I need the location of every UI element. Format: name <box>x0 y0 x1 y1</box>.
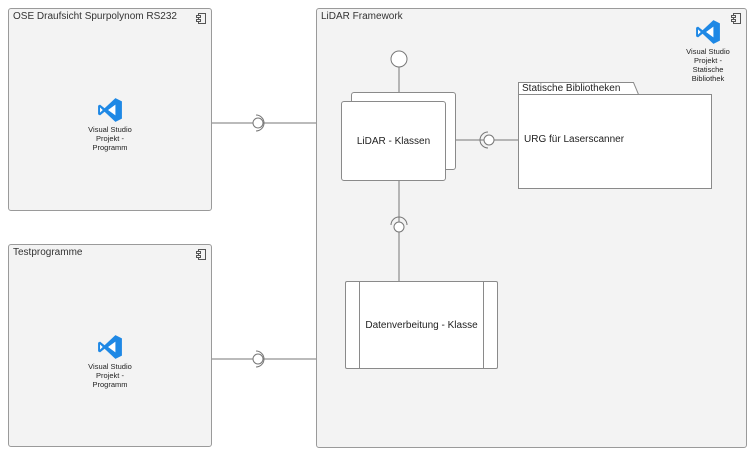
component-ose: OSE Draufsicht Spurpolynom RS232 Visual … <box>8 8 212 211</box>
provided-interface-icon <box>252 117 264 129</box>
required-interface-icon <box>479 131 489 149</box>
provided-interface-icon <box>252 353 264 365</box>
component-icon <box>196 13 206 24</box>
component-lidar-framework: LiDAR Framework Visual Studio Projekt - … <box>316 8 747 448</box>
vs-label-line: Projekt - <box>96 371 124 380</box>
component-lidar-framework-title: LiDAR Framework <box>321 11 403 22</box>
component-icon <box>196 249 206 260</box>
component-testprogramme: Testprogramme Visual Studio Projekt - Pr… <box>8 244 212 447</box>
provided-interface-icon <box>390 50 408 68</box>
vs-project-ose: Visual Studio Projekt - Programm <box>70 97 150 152</box>
data-class-label: Datenverbeitung - Klasse <box>365 319 478 331</box>
component-testprogramme-title: Testprogramme <box>13 247 83 258</box>
component-ose-title: OSE Draufsicht Spurpolynom RS232 <box>13 11 177 22</box>
visual-studio-logo-icon <box>98 98 122 122</box>
provided-interface-icon <box>483 134 495 146</box>
vs-label-line: Visual Studio <box>88 362 132 371</box>
provided-interface-icon <box>393 221 405 233</box>
vs-project-test: Visual Studio Projekt - Programm <box>70 334 150 389</box>
component-icon <box>731 13 741 24</box>
required-interface-icon <box>255 350 265 368</box>
lidar-classes-box: LiDAR - Klassen <box>341 101 446 181</box>
vs-label-line: Visual Studio <box>88 125 132 134</box>
vs-label-line: Projekt - <box>96 134 124 143</box>
package-tab-label: Statische Bibliotheken <box>522 83 621 94</box>
vs-label-line: Visual Studio <box>686 47 730 56</box>
vs-label-line: Projekt - <box>694 56 722 65</box>
vs-label-line: Programm <box>92 143 128 152</box>
urg-label: URG für Laserscanner <box>524 134 625 145</box>
lidar-classes-label: LiDAR - Klassen <box>356 135 431 147</box>
vs-project-framework: Visual Studio Projekt - Statische Biblio… <box>668 19 748 83</box>
vs-label-line: Programm <box>92 380 128 389</box>
vs-label-line: Statische <box>692 65 724 74</box>
data-class-box: Datenverbeitung - Klasse <box>345 281 498 369</box>
visual-studio-logo-icon <box>696 20 720 44</box>
required-interface-icon <box>390 216 408 226</box>
vs-label-line: Bibliothek <box>691 74 725 83</box>
required-interface-icon <box>255 114 265 132</box>
visual-studio-logo-icon <box>98 335 122 359</box>
